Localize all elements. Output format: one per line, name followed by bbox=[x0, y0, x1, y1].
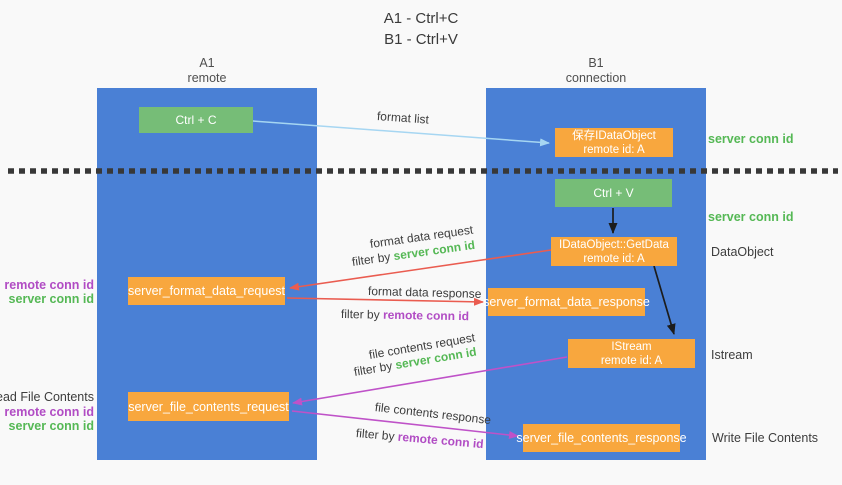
remote-conn-id-text: remote conn id bbox=[397, 429, 485, 452]
file-contents-response-filter: filter by remote conn id bbox=[355, 426, 484, 451]
server-conn-id-label-mid: server conn id bbox=[708, 210, 794, 224]
save-dataobject-line2: remote id: A bbox=[583, 143, 645, 156]
lifeline-header-a1: A1 remote bbox=[97, 56, 317, 86]
diagram-title: A1 - Ctrl+C B1 - Ctrl+V bbox=[0, 8, 842, 50]
save-dataobject-line1: 保存IDataObject bbox=[572, 129, 656, 142]
server-format-data-response-box: server_format_data_response bbox=[483, 288, 650, 316]
server-format-data-response-label: server_format_data_response bbox=[483, 295, 650, 309]
read-file-contents-label: Read File Contents bbox=[0, 390, 94, 404]
remote-conn-id-label: remote conn id bbox=[4, 405, 94, 419]
write-file-contents-label: Write File Contents bbox=[712, 431, 819, 445]
file-contents-response-label: file contents response bbox=[374, 400, 492, 428]
ctrl-v-box: Ctrl + V bbox=[555, 179, 672, 207]
server-conn-id-label-top: server conn id bbox=[708, 132, 794, 146]
format-data-response-label: format data response bbox=[367, 284, 482, 301]
server-file-contents-request-box: server_file_contents_request bbox=[128, 392, 289, 421]
ctrl-c-box: Ctrl + C bbox=[139, 107, 253, 133]
server-file-contents-request-label: server_file_contents_request bbox=[128, 399, 289, 414]
server-file-contents-response-box: server_file_contents_response bbox=[516, 424, 687, 452]
istream-line1: IStream bbox=[611, 340, 652, 353]
istream-box: IStream remote id: A bbox=[568, 339, 695, 368]
title-line-1: A1 - Ctrl+C bbox=[383, 10, 459, 27]
lifeline-b1-role: connection bbox=[565, 71, 627, 85]
left-conn-id-group-file: Read File Contents remote conn id server… bbox=[0, 390, 94, 433]
server-conn-id-label: server conn id bbox=[8, 419, 94, 433]
getdata-line1: IDataObject::GetData bbox=[559, 238, 669, 251]
ctrl-c-label: Ctrl + C bbox=[175, 113, 217, 127]
server-format-data-request-box: server_format_data_request bbox=[128, 277, 285, 305]
format-data-response-filter: filter by remote conn id bbox=[341, 307, 469, 323]
filter-by-text: filter by bbox=[351, 249, 395, 269]
istream-line2: remote id: A bbox=[600, 354, 663, 367]
filter-by-text: filter by bbox=[340, 307, 384, 322]
filter-by-text: filter by bbox=[352, 358, 397, 379]
save-dataobject-box: 保存IDataObject remote id: A bbox=[555, 128, 673, 157]
title-line-2: B1 - Ctrl+V bbox=[384, 31, 458, 48]
lifeline-a1-name: A1 bbox=[199, 56, 215, 70]
istream-label: Istream bbox=[711, 348, 753, 362]
server-conn-id-label: server conn id bbox=[8, 292, 94, 306]
filter-by-text: filter by bbox=[355, 426, 399, 444]
remote-conn-id-text: remote conn id bbox=[382, 307, 470, 324]
server-format-data-request-label: server_format_data_request bbox=[127, 284, 286, 298]
dataobject-label: DataObject bbox=[711, 245, 774, 259]
lifeline-b1-name: B1 bbox=[588, 56, 604, 70]
left-conn-id-group-format: remote conn id server conn id bbox=[4, 278, 94, 306]
lifeline-header-b1: B1 connection bbox=[486, 56, 706, 86]
ctrl-v-label: Ctrl + V bbox=[593, 186, 634, 200]
getdata-line2: remote id: A bbox=[583, 252, 645, 265]
getdata-box: IDataObject::GetData remote id: A bbox=[551, 237, 677, 266]
remote-conn-id-label: remote conn id bbox=[4, 278, 94, 292]
format-list-label: format list bbox=[376, 109, 430, 127]
server-file-contents-response-label: server_file_contents_response bbox=[516, 431, 687, 445]
lifeline-a1-role: remote bbox=[187, 71, 227, 85]
